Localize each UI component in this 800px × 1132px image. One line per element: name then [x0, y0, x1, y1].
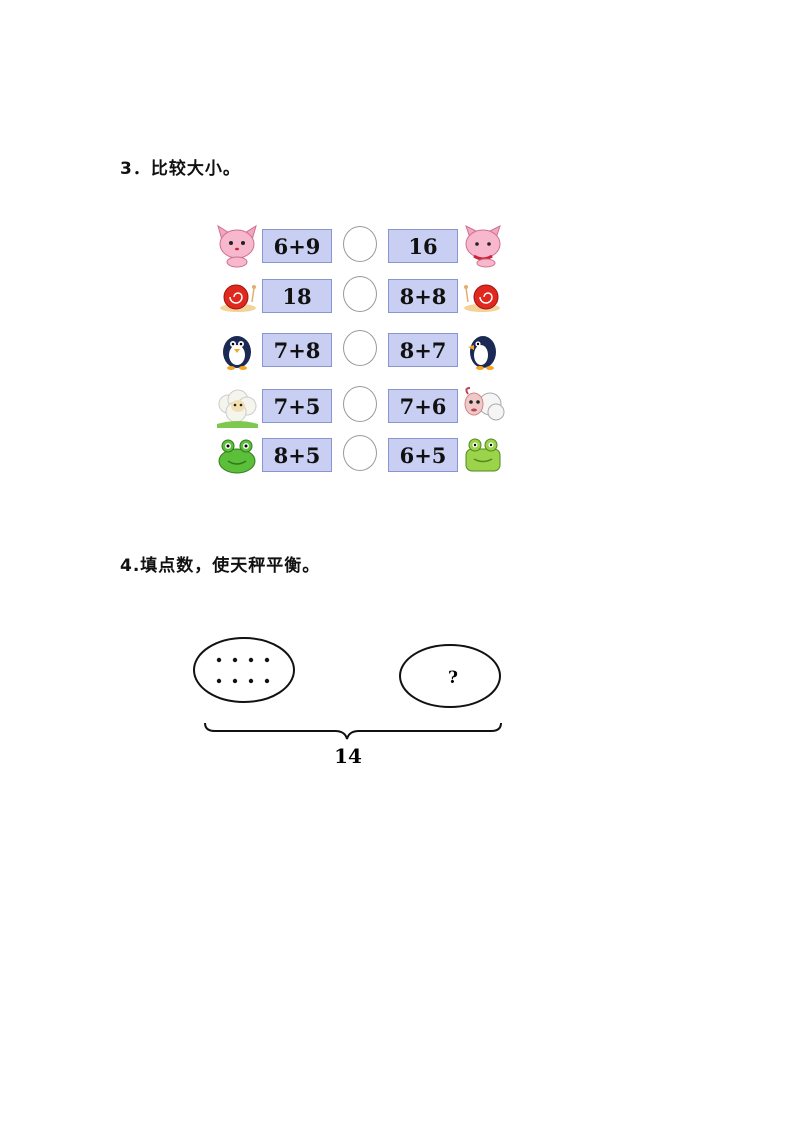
cat-icon — [465, 225, 501, 268]
question-3-title: 3．比较大小。 — [120, 159, 241, 179]
compare-answer-circle[interactable] — [343, 386, 377, 422]
cat-icon — [217, 224, 257, 268]
sum-brace — [204, 722, 502, 740]
right-expression: 8+8 — [388, 279, 458, 313]
right-expression: 16 — [388, 229, 458, 263]
compare-answer-circle[interactable] — [343, 226, 377, 262]
left-pan-ellipse — [193, 637, 295, 703]
dot — [232, 678, 238, 684]
dot-group — [216, 657, 270, 684]
right-pan-ellipse[interactable] — [399, 644, 501, 708]
sheep-icon — [464, 387, 505, 421]
question-mark: ? — [448, 668, 458, 688]
question-4-title: 4.填点数，使天秤平衡。 — [120, 556, 321, 576]
compare-row-2: 18 8+8 — [210, 270, 510, 320]
compare-answer-circle[interactable] — [343, 435, 377, 471]
right-expression: 6+5 — [388, 438, 458, 472]
left-expression: 7+5 — [262, 389, 332, 423]
total-label: 14 — [334, 744, 362, 768]
left-expression: 8+5 — [262, 438, 332, 472]
dot — [232, 657, 238, 663]
left-expression: 6+9 — [262, 229, 332, 263]
snail-icon — [220, 284, 256, 312]
sheep-icon — [217, 389, 258, 428]
dot — [216, 657, 222, 663]
compare-answer-circle[interactable] — [343, 330, 377, 366]
frog-icon — [465, 438, 501, 472]
compare-row-5: 8+5 6+5 — [210, 429, 510, 479]
compare-row-4: 7+5 7+6 — [210, 380, 510, 430]
dot — [264, 657, 270, 663]
left-expression: 18 — [262, 279, 332, 313]
compare-answer-circle[interactable] — [343, 276, 377, 312]
frog-icon — [218, 439, 256, 474]
right-expression: 8+7 — [388, 333, 458, 367]
dot — [264, 678, 270, 684]
right-expression: 7+6 — [388, 389, 458, 423]
balance-diagram: ? 14 — [193, 637, 502, 768]
left-expression: 7+8 — [262, 333, 332, 367]
dot — [248, 678, 254, 684]
penguin-icon — [468, 336, 496, 370]
snail-icon — [464, 284, 500, 312]
compare-row-3: 7+8 8+7 — [210, 324, 510, 374]
dot — [216, 678, 222, 684]
penguin-icon — [223, 336, 251, 370]
dot — [248, 657, 254, 663]
compare-row-1: 6+9 16 — [210, 220, 510, 270]
